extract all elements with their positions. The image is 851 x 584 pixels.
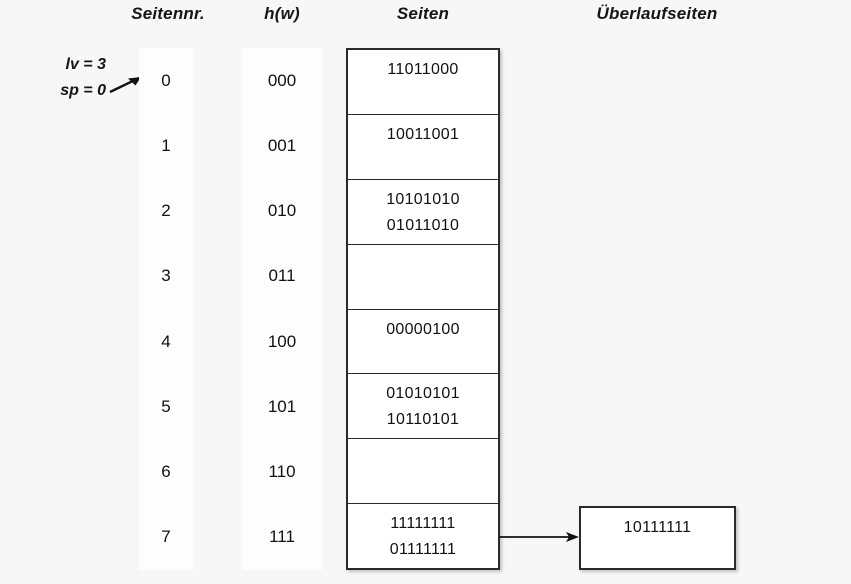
pages-table: 11011000 10011001 10101010 01011010 0000… — [346, 48, 500, 570]
page-entry: 10101010 — [386, 190, 460, 208]
hash-cell: 011 — [268, 266, 296, 286]
column-header-seiten: Seiten — [396, 4, 450, 23]
index-column-band — [139, 48, 193, 570]
table-row: 00000100 — [348, 309, 498, 375]
annotation-lv: lv = 3 — [65, 56, 106, 73]
index-cell: 6 — [161, 462, 171, 482]
index-column: 0 1 2 3 4 5 6 7 — [139, 48, 193, 570]
index-cell: 0 — [161, 70, 171, 90]
overflow-page-box: 10111111 — [579, 506, 736, 570]
table-row — [348, 244, 498, 310]
annotation-sp: sp = 0 — [60, 82, 106, 99]
hash-cell: 000 — [267, 70, 297, 90]
table-row — [348, 439, 498, 505]
column-header-hash: h(w) — [264, 4, 300, 23]
column-header-seitennr: Seitennr. — [131, 4, 205, 23]
hash-cell: 010 — [267, 201, 297, 221]
page-entry: 00000100 — [386, 320, 460, 338]
arrow-right-icon — [109, 76, 141, 94]
index-cell: 3 — [161, 266, 171, 286]
page-entry: 10110101 — [386, 411, 460, 429]
overflow-page-entry: 10111111 — [623, 519, 692, 536]
index-cell: 1 — [161, 135, 171, 155]
index-cell: 5 — [161, 396, 171, 416]
table-row: 01010101 10110101 — [348, 374, 498, 440]
hash-column-band — [242, 48, 322, 570]
hash-cell: 101 — [267, 396, 297, 416]
hash-cell: 111 — [269, 527, 295, 547]
hash-cell: 100 — [267, 331, 297, 351]
level-split-annotation: lv = 3 sp = 0 — [42, 52, 106, 104]
hash-cell: 001 — [267, 135, 297, 155]
table-row: 11111111 01111111 — [348, 504, 498, 568]
index-cell: 4 — [161, 331, 171, 351]
page-entry: 01111111 — [389, 541, 457, 559]
page-entry: 11011000 — [387, 61, 459, 78]
index-cell: 7 — [161, 527, 171, 547]
page-entry: 01011010 — [386, 216, 460, 234]
page-entry: 01010101 — [386, 385, 460, 403]
overflow-connector-arrow-icon — [499, 532, 579, 542]
hash-column: 000 001 010 011 100 101 110 111 — [242, 48, 322, 570]
column-header-ueberlaufseiten: Überlaufseiten — [596, 4, 718, 23]
index-cell: 2 — [161, 201, 171, 221]
hash-cell: 110 — [268, 462, 296, 482]
table-row: 11011000 — [348, 50, 498, 115]
page-entry: 11111111 — [390, 515, 456, 533]
table-row: 10101010 01011010 — [348, 179, 498, 245]
page-entry: 10011001 — [386, 125, 460, 143]
table-row: 10011001 — [348, 114, 498, 180]
